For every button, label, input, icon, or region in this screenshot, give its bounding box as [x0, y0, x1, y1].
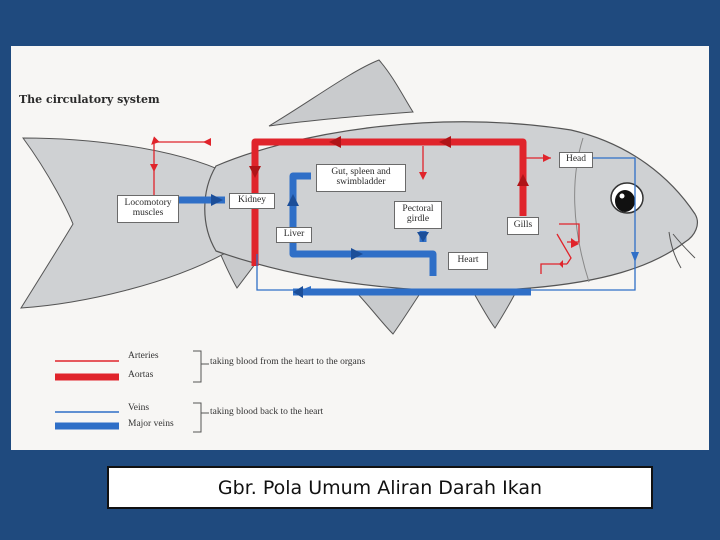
legend-veins-label: Veins: [128, 403, 149, 413]
box-head: Head: [559, 152, 593, 168]
legend-aortas-label: Aortas: [128, 370, 153, 380]
pelvic-fin: [356, 292, 421, 334]
diagram-title: The circulatory system: [19, 93, 160, 106]
box-pectoral-girdle: Pectoral girdle: [394, 201, 442, 229]
box-gut-spleen-swimbladder: Gut, spleen and swimbladder: [316, 164, 406, 192]
fish-illustration: [11, 46, 709, 450]
box-liver: Liver: [276, 227, 312, 243]
circulatory-diagram: The circulatory system Locomotory muscle…: [11, 46, 709, 450]
box-gills: Gills: [507, 217, 539, 235]
box-kidney: Kidney: [229, 193, 275, 209]
legend-major-veins-label: Major veins: [128, 419, 174, 429]
legend-arteries-note: taking blood from the heart to the organ…: [210, 357, 365, 367]
box-locomotory-muscles: Locomotory muscles: [117, 195, 179, 223]
box-heart: Heart: [448, 252, 488, 270]
legend-veins-note: taking blood back to the heart: [210, 407, 323, 417]
legend-arteries-label: Arteries: [128, 351, 159, 361]
dorsal-fin: [269, 60, 413, 126]
figure-caption: Gbr. Pola Umum Aliran Darah Ikan: [107, 466, 653, 509]
tail-fin: [21, 138, 229, 308]
